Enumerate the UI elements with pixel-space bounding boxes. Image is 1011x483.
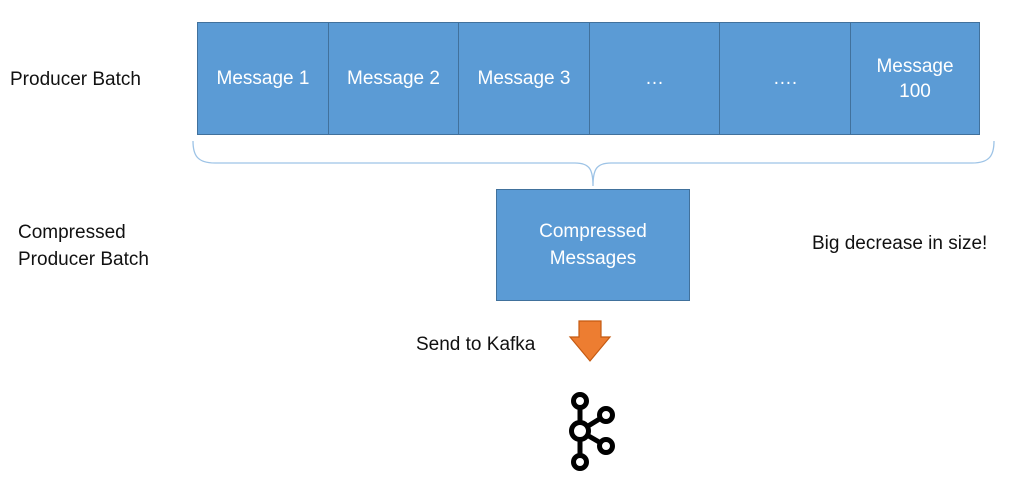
ellipsis-cell: …	[590, 23, 720, 134]
message-cell: Message 1	[198, 23, 329, 134]
down-arrow-icon	[568, 320, 612, 362]
batch-brace	[192, 140, 995, 187]
compressed-batch-label: Compressed Producer Batch	[18, 222, 149, 270]
producer-batch: Message 1 Message 2 Message 3 … …. Messa…	[197, 22, 980, 135]
ellipsis-cell: ….	[720, 23, 851, 134]
message-cell: Message 2	[329, 23, 459, 134]
compressed-messages-box: Compressed Messages	[496, 189, 690, 301]
message-cell-last: Message 100	[876, 55, 954, 102]
producer-batch-label: Producer Batch	[10, 69, 141, 90]
size-decrease-note: Big decrease in size!	[812, 233, 988, 254]
message-cell: Message 3	[459, 23, 590, 134]
send-to-kafka-label: Send to Kafka	[416, 334, 536, 355]
kafka-logo-icon	[569, 392, 615, 471]
